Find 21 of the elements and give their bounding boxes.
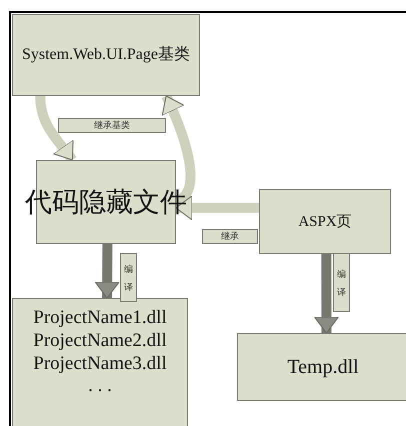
arrow: [176, 195, 259, 220]
box-text: ProjectName1.dll: [33, 307, 167, 330]
edge-label: 继承: [202, 229, 258, 244]
box-text: ProjectName2.dll: [33, 330, 167, 353]
box-text: 代码隐藏文件: [25, 186, 187, 218]
process-box: [12, 298, 188, 426]
process-box: [259, 189, 391, 254]
edge-label: 继承基类: [58, 118, 166, 133]
arrow: [35, 96, 76, 163]
box-text: ProjectName3.dll: [33, 352, 167, 376]
box-text: ASPX页: [298, 212, 352, 230]
box-text: . . .: [88, 375, 112, 398]
arrow: [161, 94, 196, 206]
edge-label: 编译: [333, 253, 350, 312]
process-box: [12, 14, 200, 96]
arrow: [94, 244, 120, 298]
box-text: System.Web.UI.Page基类: [22, 45, 190, 65]
box-text: Temp.dll: [287, 355, 359, 379]
process-box: [237, 333, 406, 401]
edge-label: 编译: [120, 253, 137, 302]
arrow: [314, 254, 339, 334]
